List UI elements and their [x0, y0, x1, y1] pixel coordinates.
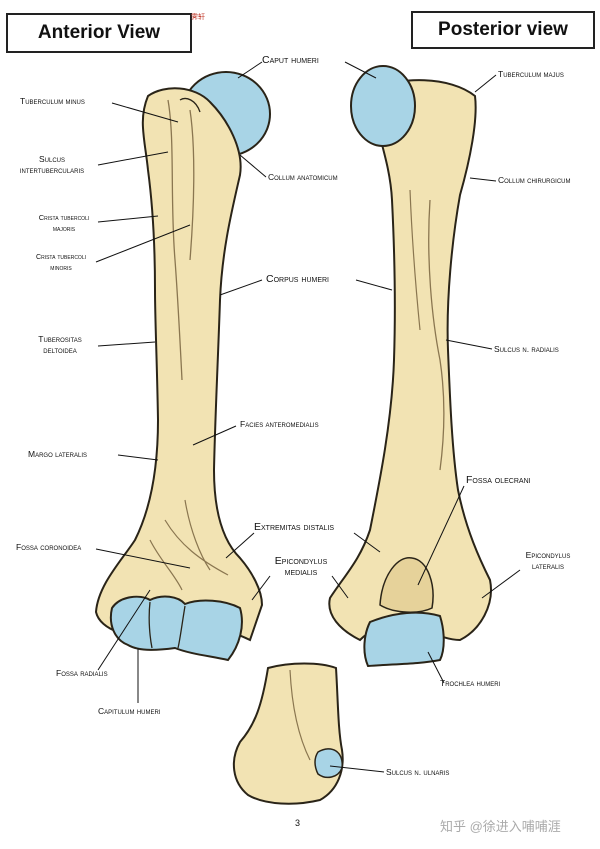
label-crista-minoris-line1: Crista tubercoli: [36, 254, 86, 261]
posterior-humerus: [328, 65, 492, 668]
label-crista-tubercoli-majoris: Crista tubercoli majoris: [24, 212, 104, 234]
label-trochlea-humeri: Trochlea humeri: [440, 678, 501, 688]
leader-extremitas-right: [353, 532, 381, 553]
anterior-shading-4: [164, 519, 229, 576]
label-margo-lateralis: Margo lateralis: [28, 449, 88, 459]
anterior-trochlea-capitulum: [109, 595, 243, 662]
anterior-trochlea-groove-2: [177, 605, 186, 649]
leader-caput-left: [237, 61, 263, 79]
leader-trochlea: [427, 651, 445, 684]
distal-humerus-view: [232, 662, 344, 805]
leader-crista-minoris: [95, 224, 191, 263]
label-fossa-olecrani: Fossa olecrani: [466, 474, 531, 486]
leader-fossa-radialis: [97, 589, 151, 671]
leader-sulcus-radialis: [445, 339, 493, 350]
label-fossa-radialis: Fossa radialis: [56, 668, 108, 678]
label-sulcus-intertubercularis-line2: intertubercularis: [19, 165, 85, 175]
leader-margo-lateralis: [117, 454, 159, 461]
leader-epicondylus-lateralis: [481, 569, 521, 599]
leader-facies: [192, 425, 237, 446]
label-sulcus-intertubercularis-line1: Sulcus: [38, 154, 65, 164]
label-tuberositas-line2: deltoidea: [43, 345, 77, 355]
leader-tuberculum-minus: [111, 102, 179, 123]
label-corpus-humeri: Corpus humeri: [266, 273, 330, 285]
label-sulcus-n-ulnaris: Sulcus n. ulnaris: [386, 767, 450, 777]
anterior-shading-6: [149, 539, 183, 591]
label-epicondylus-lateralis-line1: Epicondylus: [525, 550, 571, 560]
label-crista-tubercoli-minoris: Crista tubercoli minoris: [24, 252, 98, 274]
watermark: 知乎 @徐进入哺哺涯: [440, 819, 561, 834]
label-epicondylus-lateralis-line2: lateralis: [532, 561, 564, 571]
posterior-shading-1: [428, 199, 445, 471]
leader-tuberositas: [97, 341, 156, 347]
leader-sulcus-intertubercularis: [97, 151, 169, 166]
leader-collum-anatomicum: [239, 154, 267, 178]
leader-corpus-right: [355, 279, 393, 291]
label-crista-minoris-line2: minoris: [50, 265, 72, 272]
anterior-shading-2: [189, 109, 195, 261]
leader-corpus-left: [219, 279, 263, 296]
leader-epicondylus-medialis-r: [331, 575, 349, 599]
page-number: 3: [295, 818, 301, 828]
leader-extremitas-left: [225, 532, 255, 559]
anterior-shading-5: [184, 499, 211, 571]
label-epicondylus-medialis: Epicondylus medialis: [266, 556, 336, 578]
posterior-trochlea: [363, 611, 445, 668]
posterior-view-title: Posterior view: [411, 11, 595, 49]
label-tuberositas-deltoidea: Tuberositas deltoidea: [22, 334, 98, 356]
label-facies-anteromedialis: Facies anteromedialis: [240, 419, 319, 429]
leader-collum-chirurgicum: [469, 177, 497, 182]
label-epicondylus-medialis-line2: medialis: [284, 566, 318, 578]
posterior-shaft: [328, 79, 492, 642]
leader-caput-right: [344, 61, 377, 79]
label-crista-majoris-line2: majoris: [52, 224, 76, 233]
leader-epicondylus-medialis-l: [251, 575, 271, 601]
leader-fossa-olecrani: [417, 485, 465, 586]
anterior-view-title: Anterior View: [6, 13, 192, 53]
label-tuberculum-majus: Tuberculum majus: [498, 69, 564, 79]
label-sulcus-intertubercularis: Sulcus intertubercularis: [12, 154, 92, 176]
anterior-shading-3: [179, 97, 201, 113]
distal-shading: [289, 669, 311, 761]
label-capitulum-humeri: Capitulum humeri: [98, 706, 161, 716]
label-epicondylus-medialis-line1: Epicondylus: [274, 555, 328, 567]
label-caput-humeri: Caput humeri: [262, 54, 319, 66]
posterior-caput-humeri: [350, 65, 416, 147]
label-tuberculum-minus: Tuberculum minus: [20, 96, 85, 106]
anterior-humerus: [94, 71, 271, 662]
label-collum-chirurgicum: Collum chirurgicum: [498, 175, 571, 185]
leader-crista-majoris: [97, 215, 159, 223]
leader-sulcus-ulnaris: [329, 765, 385, 773]
label-crista-majoris-line1: Crista tubercoli: [38, 213, 90, 222]
label-fossa-coronoidea: Fossa coronoidea: [16, 542, 82, 552]
leader-fossa-coronoidea: [95, 548, 191, 569]
distal-shaft: [232, 662, 344, 805]
anterior-shaft: [94, 87, 264, 642]
leader-lines: [95, 61, 521, 773]
leader-tuberculum-majus: [474, 74, 497, 93]
label-extremitas-distalis: Extremitas distalis: [254, 521, 335, 533]
distal-sulcus-ulnaris: [314, 748, 343, 779]
anterior-trochlea-groove: [148, 601, 153, 649]
label-tuberositas-line1: Tuberositas: [38, 334, 82, 344]
label-epicondylus-lateralis: Epicondylus lateralis: [510, 550, 586, 572]
stamp-seal: 霁轩: [191, 14, 205, 21]
anterior-shading-1: [167, 99, 183, 381]
posterior-shading-2: [409, 189, 421, 331]
label-sulcus-n-radialis: Sulcus n. radialis: [494, 344, 559, 354]
label-collum-anatomicum: Collum anatomicum: [268, 172, 338, 182]
